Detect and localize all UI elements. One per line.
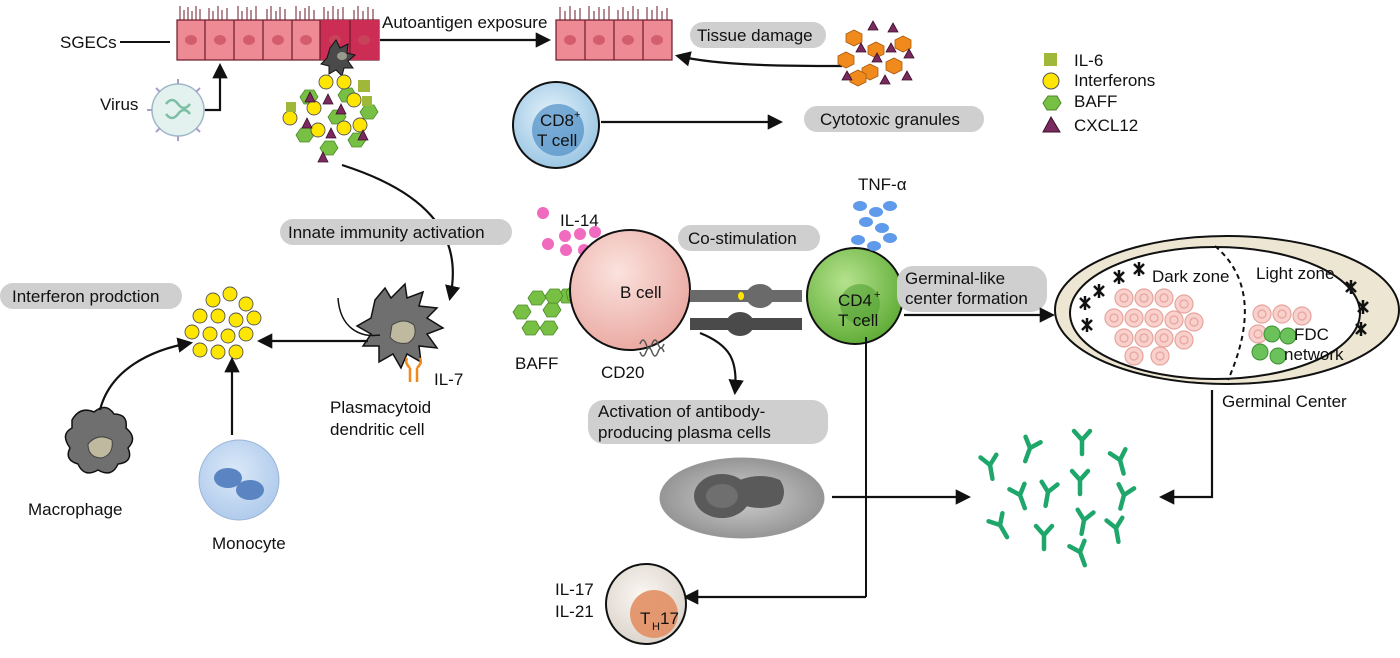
virus-icon xyxy=(147,79,209,141)
bcell-label: B cell xyxy=(620,283,662,302)
cd8-label-line1: CD8 xyxy=(540,111,574,130)
th17-label-main: T xyxy=(640,609,650,628)
legend-il6-label: IL-6 xyxy=(1074,51,1103,70)
germinal-center-label: Germinal Center xyxy=(1222,392,1347,411)
cd4-label-sup: + xyxy=(874,289,880,301)
tnf-cluster-icon xyxy=(851,201,897,251)
plasma-activation-line2: producing plasma cells xyxy=(598,423,771,442)
fdc-label-line1: FDC xyxy=(1294,325,1329,344)
cd4-t-cell: CD4 + T cell xyxy=(806,247,904,345)
legend-baff-label: BAFF xyxy=(1074,92,1117,111)
virus-arrow xyxy=(205,62,228,112)
cd4-label-line1: CD4 xyxy=(838,291,872,310)
plasma-activation-pill xyxy=(588,400,828,444)
autoantigen-label: Autoantigen exposure xyxy=(382,13,547,32)
legend-cxcl12-icon xyxy=(1042,115,1061,133)
tissue-damage-label: Tissue damage xyxy=(697,26,813,45)
il17-label: IL-17 xyxy=(555,580,594,599)
innate-arrow xyxy=(341,163,461,302)
cd8-label-line2: T cell xyxy=(537,131,577,150)
damaged-epithelium xyxy=(555,6,673,61)
germinal-like-line2: center formation xyxy=(905,289,1028,308)
cd20-label: CD20 xyxy=(601,363,644,382)
pdc-label-line1: Plasmacytoid xyxy=(330,398,431,417)
germinal-like-line1: Germinal-like xyxy=(905,269,1005,288)
monocyte xyxy=(198,439,280,521)
fdc-label-line2: network xyxy=(1284,345,1344,364)
legend-baff-icon xyxy=(1042,95,1062,111)
light-zone-label: Light zone xyxy=(1256,264,1334,283)
plasma-activation-line1: Activation of antibody- xyxy=(598,402,765,421)
costim-pill xyxy=(678,225,820,251)
interferon-production-pill xyxy=(0,283,182,309)
macrophage xyxy=(64,406,134,474)
macrophage-arrow xyxy=(98,337,194,411)
baff-label: BAFF xyxy=(515,354,558,373)
tnf-label: TNF-α xyxy=(858,175,907,194)
sgecs-label: SGECs xyxy=(60,33,117,52)
macrophage-label: Macrophage xyxy=(28,500,123,519)
cd8-t-cell: CD8 + T cell xyxy=(512,81,600,169)
legend-interferon-icon xyxy=(1042,72,1060,90)
cytotoxic-label: Cytotoxic granules xyxy=(820,110,960,129)
cytotoxic-pill xyxy=(804,106,984,132)
plasma-activation-arrow xyxy=(699,331,744,396)
cytotoxic-granule-cluster-icon xyxy=(837,20,915,87)
legend-il6-icon xyxy=(1044,53,1057,66)
plasma-cell xyxy=(659,457,825,539)
th17-cell: T H 17 xyxy=(605,563,687,645)
innate-label: Innate immunity activation xyxy=(288,223,485,242)
pdc-membrane-line xyxy=(337,297,381,337)
gc-to-antibody-arrow xyxy=(1158,390,1214,505)
legend: IL-6 Interferons BAFF CXCL12 xyxy=(1042,51,1155,135)
plasmacytoid-dendritic-cell xyxy=(355,282,445,370)
il7-receptor-icon xyxy=(404,357,423,382)
monocyte-label: Monocyte xyxy=(212,534,286,553)
cd20-icon xyxy=(639,339,665,357)
tissue-damage-pill xyxy=(690,22,826,48)
il21-label: IL-21 xyxy=(555,602,594,621)
innate-pill xyxy=(280,219,512,245)
virus-label: Virus xyxy=(100,95,138,114)
interferon-production-label: Interferon prodction xyxy=(12,287,159,306)
germinal-like-pill xyxy=(897,266,1047,312)
costim-receptors-icon xyxy=(690,284,802,336)
germinal-center: Dark zone Light zone FDC network xyxy=(1054,235,1400,385)
legend-cxcl12-label: CXCL12 xyxy=(1074,116,1138,135)
legend-interferons-label: Interferons xyxy=(1074,71,1155,90)
infected-cell-icon xyxy=(320,39,357,77)
il7-label: IL-7 xyxy=(434,370,463,389)
cd4-label-line2: T cell xyxy=(838,311,878,330)
pdc-label-line2: dendritic cell xyxy=(330,420,425,439)
b-cell: B cell xyxy=(569,229,691,351)
dark-zone-label: Dark zone xyxy=(1152,267,1229,286)
th17-label-sub: H xyxy=(652,621,660,633)
costim-label: Co-stimulation xyxy=(688,229,797,248)
cd8-label-sup: + xyxy=(574,109,580,121)
il14-label: IL-14 xyxy=(560,211,599,230)
cytokine-cluster-icon xyxy=(282,74,379,163)
tissue-damage-arrow xyxy=(675,51,843,68)
interferon-cluster-icon xyxy=(184,286,262,360)
th17-label-num: 17 xyxy=(660,609,679,628)
antibody-cluster-icon xyxy=(981,431,1134,568)
sgec-epithelium xyxy=(176,6,380,61)
